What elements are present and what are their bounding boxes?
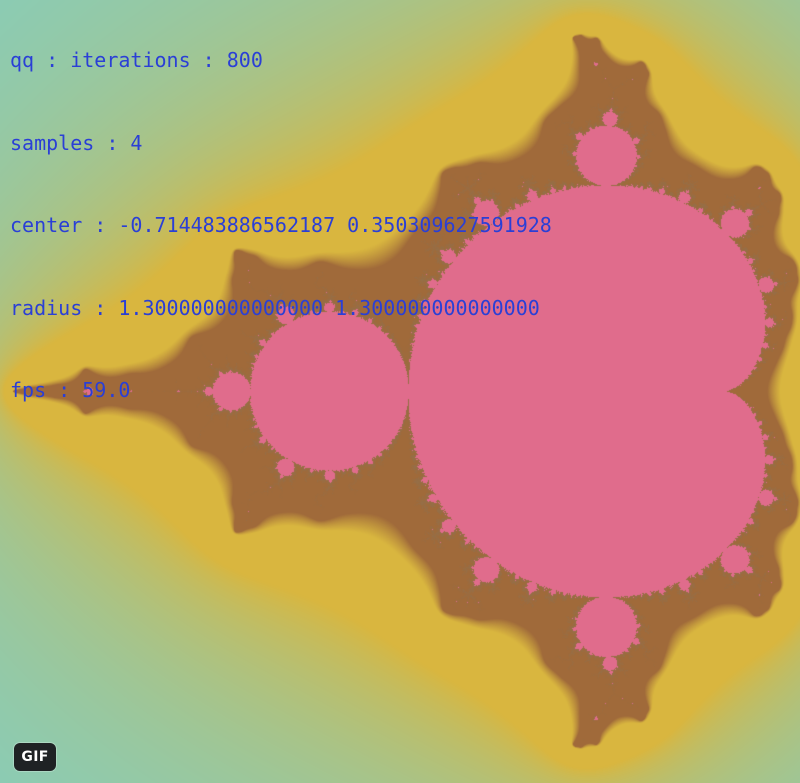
hud-radius: radius : 1.300000000000000 1.30000000000…: [10, 295, 540, 320]
hud-overlay: qq : iterations : 800 samples : 4 center…: [10, 0, 552, 460]
hud-center: center : -0.714483886562187 0.3503096275…: [10, 213, 552, 237]
hud-fps: fps : 59.0: [10, 378, 131, 402]
hud-iterations-line: qq : iterations : 800: [10, 48, 263, 72]
gif-badge[interactable]: GIF: [14, 743, 56, 771]
hud-samples: samples : 4: [10, 130, 143, 155]
